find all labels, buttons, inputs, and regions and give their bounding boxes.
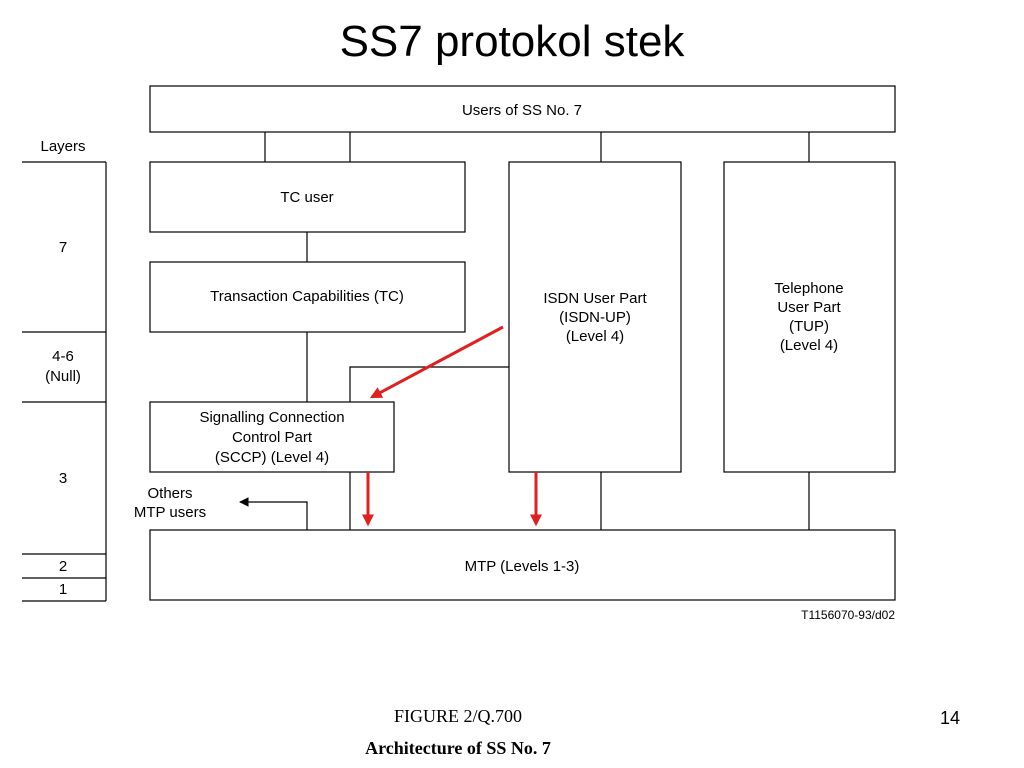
others-label-line2: MTP users <box>134 504 206 521</box>
sccp-box <box>149 401 395 473</box>
mtp-label: MTP (Levels 1-3) <box>465 558 580 575</box>
mtp-box <box>149 529 896 601</box>
tup-label-line1: Telephone <box>774 280 843 297</box>
users-box <box>149 85 896 133</box>
sccp-label-line1: Signalling Connection <box>199 409 344 426</box>
red-arrow-isdn-to-sccp <box>369 325 504 399</box>
users-connectors <box>264 132 810 162</box>
users-label: Users of SS No. 7 <box>462 102 582 119</box>
tup-label-line2: User Part <box>777 299 841 316</box>
page-number: 14 <box>939 708 961 728</box>
tc-box <box>149 261 466 333</box>
tup-label-line3: (TUP) <box>789 318 829 335</box>
figure-code: T1156070-93/d02 <box>801 608 895 622</box>
isdn-label-line2: (ISDN-UP) <box>559 309 631 326</box>
layer-2-label: 2 <box>59 558 67 575</box>
slide-title: SS7 protokol stek <box>339 17 685 66</box>
isdn-label-line1: ISDN User Part <box>543 290 647 307</box>
tc-user-label: TC user <box>280 189 333 206</box>
sccp-label-line3: (SCCP) (Level 4) <box>215 449 329 466</box>
layer-3-label: 3 <box>59 470 67 487</box>
layer-4-6-label: 4-6 <box>52 348 74 365</box>
tup-box <box>723 161 896 473</box>
sccp-label-line2: Control Part <box>232 429 313 446</box>
figure-caption: FIGURE 2/Q.700 <box>393 706 522 726</box>
layer-1-label: 1 <box>59 581 67 598</box>
tc-label: Transaction Capabilities (TC) <box>210 288 404 305</box>
layers-column <box>22 161 107 602</box>
layers-header: Layers <box>40 138 85 155</box>
others-label-line1: Others <box>147 485 192 502</box>
isdn-label-line3: (Level 4) <box>566 328 624 345</box>
figure-subtitle: Architecture of SS No. 7 <box>365 738 551 758</box>
tc-user-box <box>149 161 466 233</box>
isdn-sccp-connector <box>349 366 509 402</box>
tup-label-line4: (Level 4) <box>780 337 838 354</box>
mtp-connectors <box>239 472 810 530</box>
layer-4-6-sublabel: (Null) <box>45 368 81 385</box>
isdn-box <box>508 161 682 473</box>
layer-7-label: 7 <box>59 239 67 256</box>
